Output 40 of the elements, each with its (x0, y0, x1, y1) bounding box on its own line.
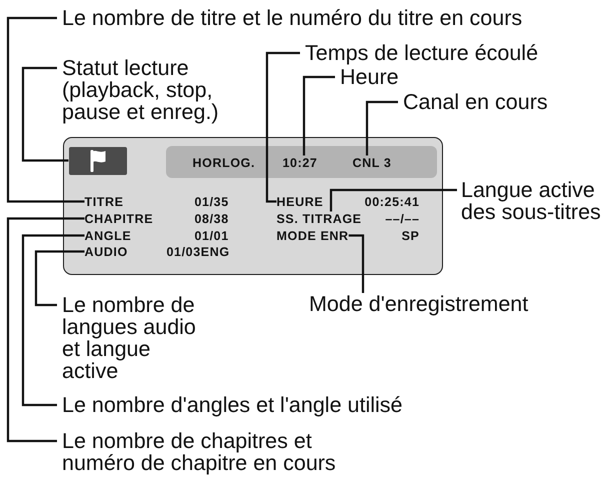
callout-text: Mode d'enregistrement (309, 293, 528, 315)
status-bar (166, 146, 436, 178)
field-value: 01/01 (194, 228, 229, 242)
callout-text: Le nombre de chapitres et numéro de chapitre en cours (57, 430, 347, 474)
field-label: ANGLE (84, 228, 132, 242)
leader-line (302, 76, 335, 156)
callout-text: Langue active des sous-titres (457, 179, 610, 223)
field-value: 01/03ENG (166, 244, 230, 258)
field-value: 10:27 (282, 156, 318, 170)
field-label: TITRE (84, 194, 124, 208)
callout-text: Heure (335, 66, 399, 88)
leader-line (266, 52, 300, 203)
leader-line (22, 234, 84, 406)
callout-text: Le nombre de langues audio et langue active (57, 294, 204, 382)
field-label: CHAPITRE (84, 212, 154, 226)
field-value: 00:25:41 (364, 194, 420, 208)
field-value: 01/35 (194, 194, 229, 208)
field-value: 08/38 (194, 212, 229, 226)
field-value: CNL 3 (352, 156, 392, 170)
callout-text: Le nombre de titre et le numéro du titre en cours (57, 7, 522, 29)
leader-line (22, 66, 68, 162)
field-value: ––/–– (385, 212, 420, 226)
leader-line (366, 100, 398, 156)
field-label: MODE ENR (276, 228, 349, 242)
leader-line (330, 188, 457, 212)
field-label: HORLOG. (192, 156, 256, 170)
callout-text: Temps de lecture écoulé (300, 42, 538, 64)
display-panel (63, 137, 443, 275)
callout-text: Canal en cours (398, 91, 548, 113)
callout-text: Le nombre d'angles et l'angle utilisé (57, 394, 402, 416)
callout-text: Statut lecture (playback, stop, pause et enreg.) (57, 57, 224, 123)
leader-line (348, 234, 364, 293)
leader-line (34, 250, 84, 306)
field-label: AUDIO (84, 244, 128, 258)
leader-line (6, 16, 84, 203)
leader-line (6, 217, 84, 442)
field-label: HEURE (276, 194, 324, 208)
field-label: SS. TITRAGE (276, 212, 362, 226)
field-value: SP (402, 228, 420, 242)
flag-icon (68, 146, 126, 174)
